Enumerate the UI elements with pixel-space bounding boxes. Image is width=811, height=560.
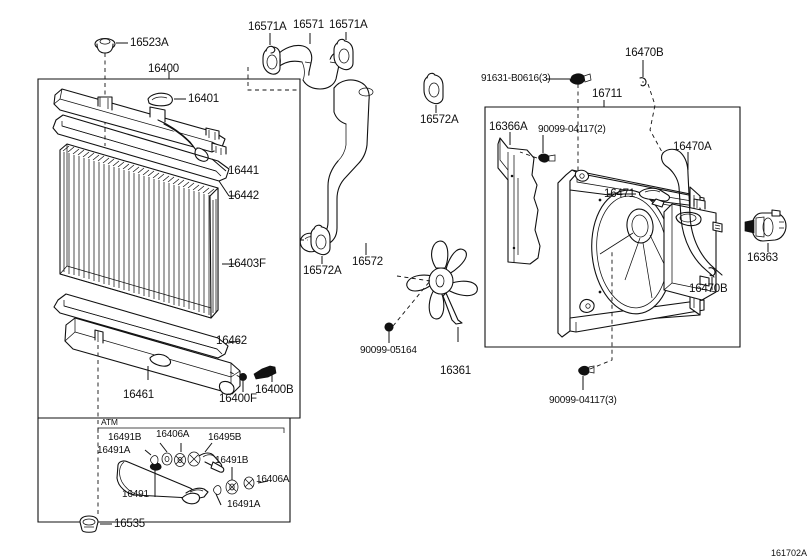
upper-gasket xyxy=(52,114,230,182)
label-16491: 16491 xyxy=(122,489,149,500)
radiator-assembly-box xyxy=(37,78,301,523)
label-90099-05164: 90099-05164 xyxy=(360,345,417,356)
label-16470A: 16470A xyxy=(673,141,712,153)
atm-oil-cooler-pipe xyxy=(116,460,209,505)
nut-icon xyxy=(384,322,394,343)
label-16572A-bottom: 16572A xyxy=(303,265,342,277)
label-16461: 16461 xyxy=(123,389,154,401)
hose-clamp-icon xyxy=(262,45,281,75)
label-16366A: 16366A xyxy=(489,121,528,133)
label-16406A-lower: 16406A xyxy=(256,474,290,485)
label-16572A-top: 16572A xyxy=(420,114,459,126)
label-90099-04117-3: 90099-04117(3) xyxy=(549,395,617,406)
label-91631-B0616: 91631-B0616(3) xyxy=(481,73,551,84)
label-16491B-lower: 16491B xyxy=(215,455,249,466)
label-16491B-upper: 16491B xyxy=(108,432,142,443)
fan-blade-icon xyxy=(406,240,478,325)
label-16470B-bottom: 16470B xyxy=(689,283,728,295)
hose-clamp-icon xyxy=(310,224,331,256)
drain-plug-lower-icon xyxy=(79,515,99,533)
hose-clamp-icon xyxy=(423,72,444,105)
label-16400B: 16400B xyxy=(255,384,294,396)
label-16711: 16711 xyxy=(592,88,623,100)
hose-clip-icon xyxy=(708,267,716,277)
hose-clamp-icon xyxy=(333,38,354,71)
reservoir-hose xyxy=(661,148,723,278)
drain-cock-icon xyxy=(253,365,277,382)
label-16471: 16471 xyxy=(604,188,635,200)
lower-tank xyxy=(64,317,241,395)
label-16406A-upper: 16406A xyxy=(156,429,190,440)
label-16523A: 16523A xyxy=(130,37,169,49)
label-16361: 16361 xyxy=(440,365,471,377)
label-16403F: 16403F xyxy=(228,258,266,270)
radiator-core xyxy=(59,143,219,319)
bolt-icon xyxy=(538,153,556,163)
reservoir-cap-icon xyxy=(638,187,670,208)
drain-cock-cap-icon xyxy=(147,92,173,107)
lower-radiator-hose xyxy=(299,79,374,253)
upper-radiator-hose xyxy=(273,44,340,90)
bolt-icon xyxy=(578,365,595,376)
label-16400F: 16400F xyxy=(219,393,257,405)
hose-clip-icon xyxy=(639,77,647,87)
radiator-cap-icon xyxy=(94,37,116,54)
atm-fittings-upper xyxy=(150,451,225,473)
label-16495B: 16495B xyxy=(208,432,242,443)
label-16491A-lower: 16491A xyxy=(227,499,261,510)
label-16571: 16571 xyxy=(293,19,324,31)
label-16571A-left: 16571A xyxy=(248,21,287,33)
label-90099-04117-2: 90099-04117(2) xyxy=(538,124,606,135)
label-16572: 16572 xyxy=(352,256,383,268)
label-atm: ATM xyxy=(101,417,118,427)
atm-fittings-lower xyxy=(213,476,255,495)
label-16441: 16441 xyxy=(228,165,259,177)
fan-bracket xyxy=(497,137,541,265)
label-16571A-right: 16571A xyxy=(329,19,368,31)
diagram-id-code: 161702A xyxy=(770,548,807,558)
bolt-icon xyxy=(569,73,592,85)
label-16401: 16401 xyxy=(188,93,219,105)
upper-tank xyxy=(53,88,227,162)
reservoir-tank xyxy=(663,198,723,301)
label-16363: 16363 xyxy=(747,252,778,264)
label-16491A-upper: 16491A xyxy=(97,445,131,456)
thermo-switch-icon xyxy=(744,209,787,242)
label-16400: 16400 xyxy=(148,63,179,75)
lower-gasket xyxy=(53,293,229,359)
label-16470B-top: 16470B xyxy=(625,47,664,59)
label-16462: 16462 xyxy=(216,335,247,347)
label-16442: 16442 xyxy=(228,190,259,202)
label-16535: 16535 xyxy=(114,518,145,530)
